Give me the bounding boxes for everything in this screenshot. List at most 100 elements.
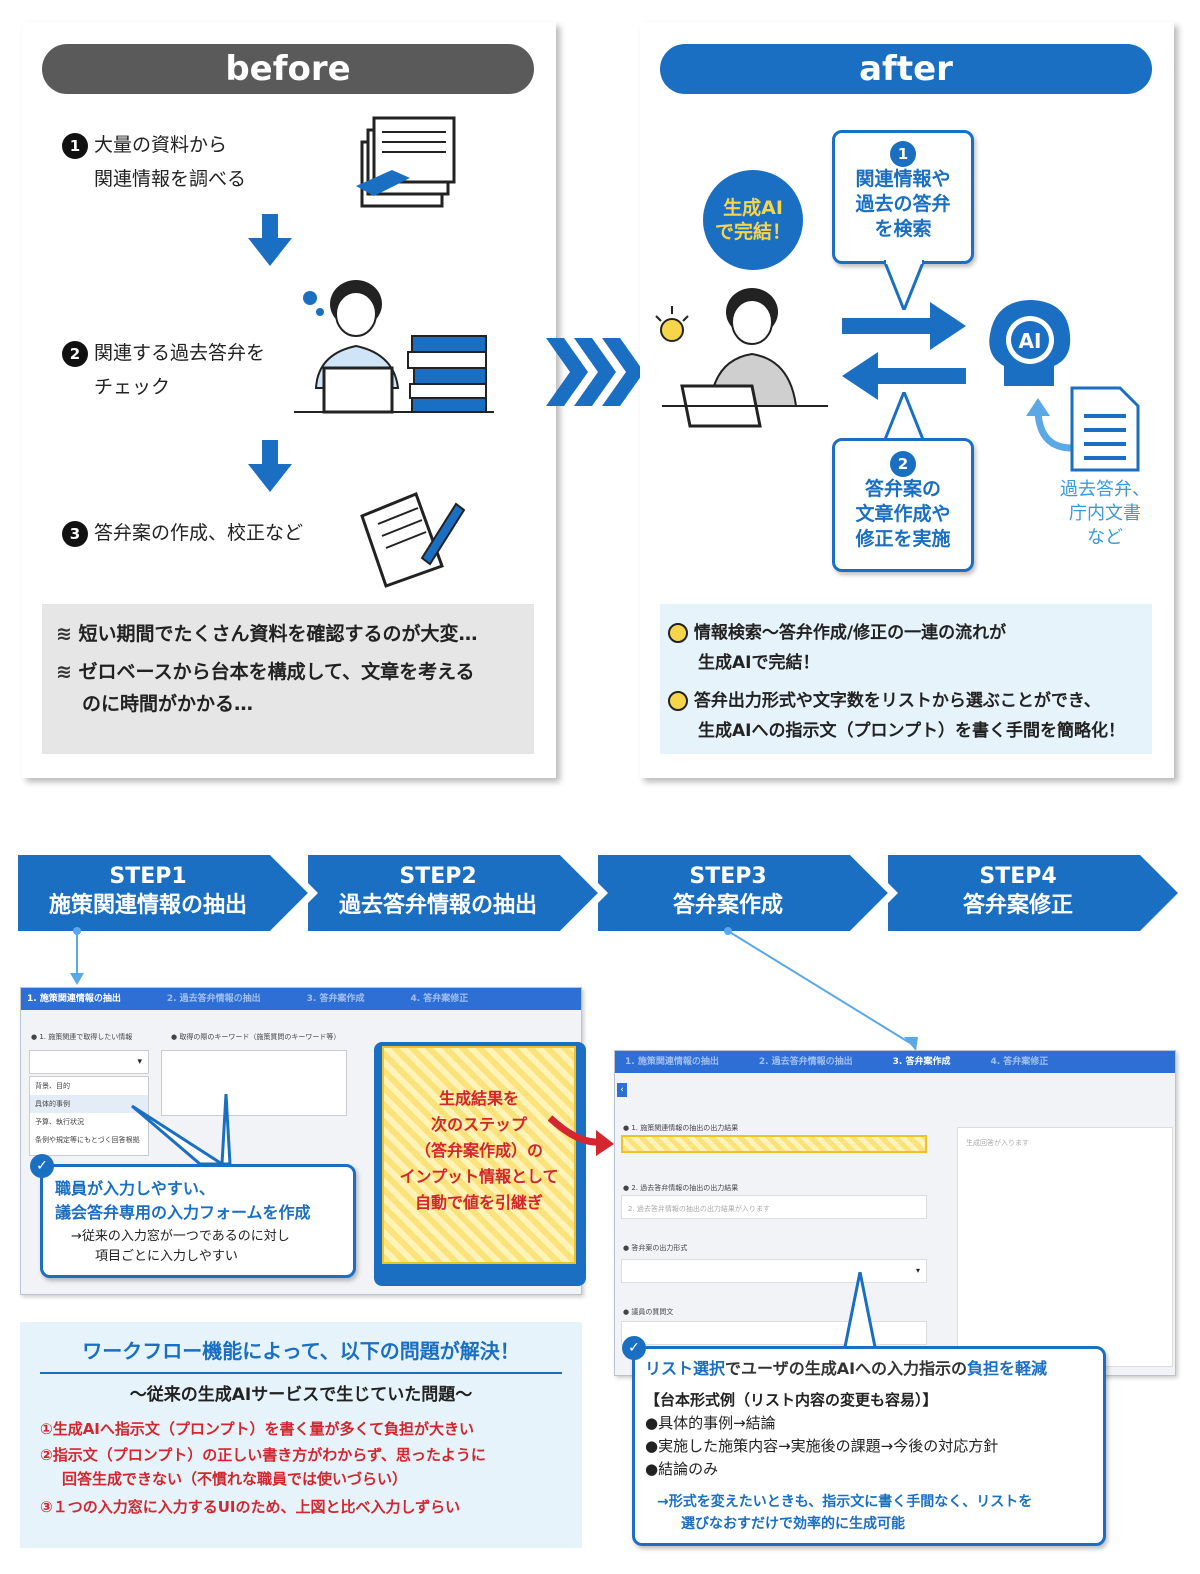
after-benefit-box (660, 604, 1152, 754)
callout1-line1: 職員が入力しやすい、 (55, 1179, 215, 1198)
lightbulb-icon (668, 691, 688, 711)
bubble1-line2: 過去の答弁 (855, 193, 951, 215)
bubble-tail (884, 392, 924, 442)
before-step1-line1: 大量の資料から (94, 134, 228, 156)
callout3-example-item: ●実施した施策内容→実施後の課題→今後の対応方針 (645, 1437, 999, 1455)
doc-caption-line3: など (1087, 527, 1123, 548)
keyword-input[interactable] (161, 1050, 347, 1116)
callout3-title-part2: でユーザの生成AIへの入力指示の (725, 1359, 968, 1378)
before-problem2-line2: のに時間がかかる… (82, 693, 254, 715)
after-benefit1-line1: 情報検索～答弁作成/修正の一連の流れが (693, 623, 1007, 643)
solution-box: ワークフロー機能によって、以下の問題が解決！ ～従来の生成AIサービスで生じてい… (20, 1322, 582, 1548)
before-step1-line2: 関連情報を調べる (94, 168, 247, 190)
step3-field4-label: ● 議員の質問文 (623, 1308, 674, 1316)
callout3: リスト選択でユーザの生成AIへの入力指示の負担を軽減 【台本形式例（リスト内容の… (632, 1346, 1106, 1546)
callout3-example-item: ●具体的事例→結論 (645, 1414, 776, 1432)
solution-item: ①生成AIへ指示文（プロンプト）を書く量が多くて負担が大きい (40, 1420, 474, 1438)
step3-label: STEP3 (689, 864, 767, 889)
tab-step2[interactable]: 2. 過去答弁情報の抽出 (166, 994, 261, 1004)
before-problem-1: ≋ 短い期間でたくさん資料を確認するのが大変… (56, 618, 478, 650)
before-problem1-text: 短い期間でたくさん資料を確認するのが大変… (78, 623, 478, 645)
back-button[interactable]: ‹ (617, 1083, 627, 1097)
info-options-list: 背景、目的 具体的事例 予算、執行状況 条例や規定等にもとづく回答根拠 (29, 1076, 149, 1156)
after-title: after (660, 44, 1152, 94)
num-badge: 2 (62, 340, 88, 367)
step-4: STEP4 答弁案修正 (888, 855, 1148, 930)
down-arrow-icon (248, 214, 292, 266)
callout1: 職員が入力しやすい、 議会答弁専用の入力フォームを作成 →従来の入力窓が一つであ… (40, 1164, 356, 1278)
before-step2-line2: チェック (94, 376, 171, 398)
step3-title: 答弁案作成 (672, 893, 783, 918)
bubble-tail (884, 260, 924, 310)
chevron-right-icon (546, 338, 644, 406)
document-icon (1070, 386, 1140, 472)
ai-head-icon: AI (989, 300, 1071, 386)
handoff-line2: 次のステップ (430, 1115, 527, 1134)
connector-lines (70, 927, 918, 1051)
sigh-icon: ≋ (56, 623, 72, 645)
paper-stack-icon (356, 116, 456, 208)
check-icon: ✓ (622, 1336, 646, 1360)
handoff-line5: 自動で値を引継ぎ (414, 1193, 543, 1212)
left-arrow-icon (842, 352, 966, 400)
callout3-title: リスト選択でユーザの生成AIへの入力指示の負担を軽減 (645, 1357, 1093, 1381)
solution-item: ③１つの入力窓に入力するUIのため、上図と比べ入力しずらい (40, 1498, 461, 1516)
tab-step1[interactable]: 1. 施策関連情報の抽出 (625, 1057, 719, 1067)
callout3-example-heading: 【台本形式例（リスト内容の変更も容易）】 (645, 1391, 938, 1409)
option-item[interactable]: 条例や規定等にもとづく回答根拠 (35, 1136, 140, 1144)
tab-step1-active[interactable]: 1. 施策関連情報の抽出 (27, 994, 121, 1004)
tab-step4[interactable]: 4. 答弁案修正 (410, 994, 469, 1004)
step-banner (18, 855, 1178, 931)
before-problem-box (42, 604, 534, 754)
step4-label: STEP4 (979, 864, 1057, 889)
before-problem-2: ≋ ゼロベースから台本を構成して、文章を考える のに時間がかかる… (56, 656, 475, 720)
before-step3-text: 答弁案の作成、校正など (94, 522, 304, 544)
badge-line1: 生成AI (723, 197, 783, 219)
step1-label: STEP1 (109, 864, 187, 889)
callout3-title-part3: 負担を軽減 (967, 1359, 1048, 1378)
after-benefit1-line2: 生成AIで完結！ (698, 653, 820, 673)
document-caption: 過去答弁、 庁内文書 など (1046, 478, 1164, 550)
step3-field2-input[interactable]: 2. 過去答弁情報の抽出の出力結果が入ります (621, 1195, 927, 1219)
handoff-line3: （答弁案作成）の (414, 1141, 543, 1160)
step1-title: 施策関連情報の抽出 (48, 893, 247, 918)
before-title: before (42, 44, 534, 94)
handoff-line4: インプット情報として (399, 1167, 559, 1186)
callout1-sub1: →従来の入力窓が一つであるのに対し (71, 1229, 290, 1244)
option-item[interactable]: 具体的事例 (30, 1095, 148, 1113)
step3-field2-label: ● 2. 過去答弁情報の抽出の出力結果 (623, 1184, 739, 1192)
format-select[interactable]: ▾ (621, 1259, 927, 1283)
bubble1-line1: 関連情報や (855, 168, 951, 190)
red-curved-arrow-icon (548, 1115, 614, 1156)
step3-field1-input[interactable] (621, 1135, 927, 1153)
bubble2-line1: 答弁案の (864, 478, 941, 500)
tab-step3[interactable]: 3. 答弁案作成 (306, 994, 365, 1004)
info-select[interactable]: ▾ (29, 1050, 149, 1074)
callout1-sub2: 項目ごとに入力しやすい (95, 1249, 238, 1264)
after-benefit2-line1: 答弁出力形式や文字数をリストから選ぶことができ、 (693, 691, 1101, 711)
step4-title: 答弁案修正 (962, 893, 1073, 918)
generative-ai-badge: 生成AI で完結！ (703, 170, 803, 270)
field2-label: ● 取得の際のキーワード（施策質問のキーワード等） (171, 1033, 341, 1041)
question-input[interactable] (621, 1321, 927, 1345)
tab-step2[interactable]: 2. 過去答弁情報の抽出 (758, 1057, 853, 1067)
callout3-tail (842, 1272, 878, 1352)
handoff-note: 生成結果を 次のステップ （答弁案作成）の インプット情報として 自動で値を引継… (382, 1046, 576, 1264)
tab-step3-active[interactable]: 3. 答弁案作成 (892, 1057, 951, 1067)
step-number-1: 1 (890, 141, 916, 167)
tab-step4[interactable]: 4. 答弁案修正 (990, 1057, 1049, 1067)
bubble1-line3: を検索 (874, 218, 932, 240)
step3-field3-label: ● 答弁案の出力形式 (623, 1244, 688, 1252)
after-benefit-2: 答弁出力形式や文字数をリストから選ぶことができ、 生成AIへの指示文（プロンプト… (668, 686, 1125, 746)
option-item[interactable]: 予算、執行状況 (35, 1118, 84, 1126)
field1-label: ● 1. 施策関連で取得したい情報 (31, 1033, 133, 1041)
right-arrow-icon (842, 302, 966, 350)
step3-field1-label: ● 1. 施策関連情報の抽出の出力結果 (623, 1124, 739, 1132)
after-benefit2-line2: 生成AIへの指示文（プロンプト）を書く手間を簡略化！ (698, 721, 1125, 741)
callout1-tail (131, 1094, 232, 1166)
badge-line2: で完結！ (714, 221, 791, 243)
handoff-line1: 生成結果を (438, 1089, 519, 1108)
option-item[interactable]: 背景、目的 (35, 1082, 70, 1090)
